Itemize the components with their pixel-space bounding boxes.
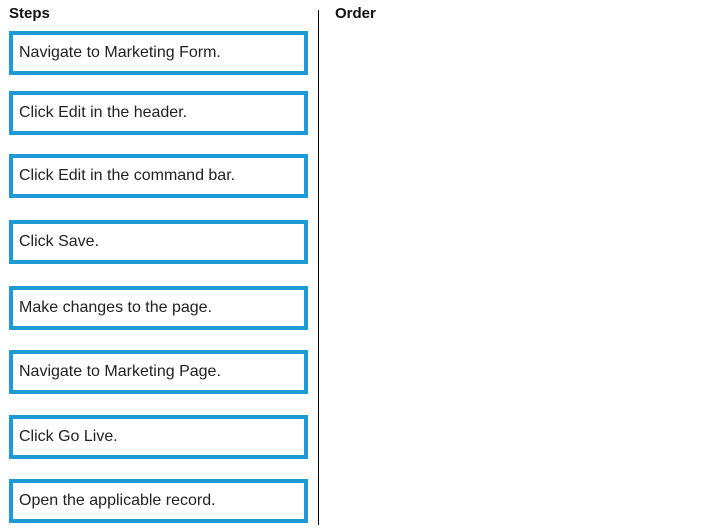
- steps-list: Navigate to Marketing Form. Click Edit i…: [0, 0, 318, 532]
- step-label: Click Edit in the command bar.: [19, 167, 236, 184]
- step-item-click-edit-header[interactable]: Click Edit in the header.: [9, 91, 308, 135]
- step-label: Click Edit in the header.: [19, 104, 188, 121]
- step-label: Navigate to Marketing Form.: [19, 44, 221, 61]
- step-label: Click Go Live.: [19, 428, 118, 445]
- step-label: Navigate to Marketing Page.: [19, 363, 221, 380]
- step-item-make-changes[interactable]: Make changes to the page.: [9, 286, 308, 330]
- order-column-header: Order: [335, 5, 376, 22]
- column-divider: [318, 10, 319, 525]
- step-item-navigate-marketing-page[interactable]: Navigate to Marketing Page.: [9, 350, 308, 394]
- step-item-click-edit-command-bar[interactable]: Click Edit in the command bar.: [9, 154, 308, 198]
- step-item-open-applicable-record[interactable]: Open the applicable record.: [9, 479, 308, 523]
- steps-column-header: Steps: [9, 5, 50, 22]
- step-label: Click Save.: [19, 233, 100, 250]
- step-item-click-save[interactable]: Click Save.: [9, 220, 308, 264]
- step-label: Open the applicable record.: [19, 492, 216, 509]
- step-item-click-go-live[interactable]: Click Go Live.: [9, 415, 308, 459]
- order-drop-area[interactable]: [330, 30, 715, 525]
- step-label: Make changes to the page.: [19, 299, 213, 316]
- step-item-navigate-marketing-form[interactable]: Navigate to Marketing Form.: [9, 31, 308, 75]
